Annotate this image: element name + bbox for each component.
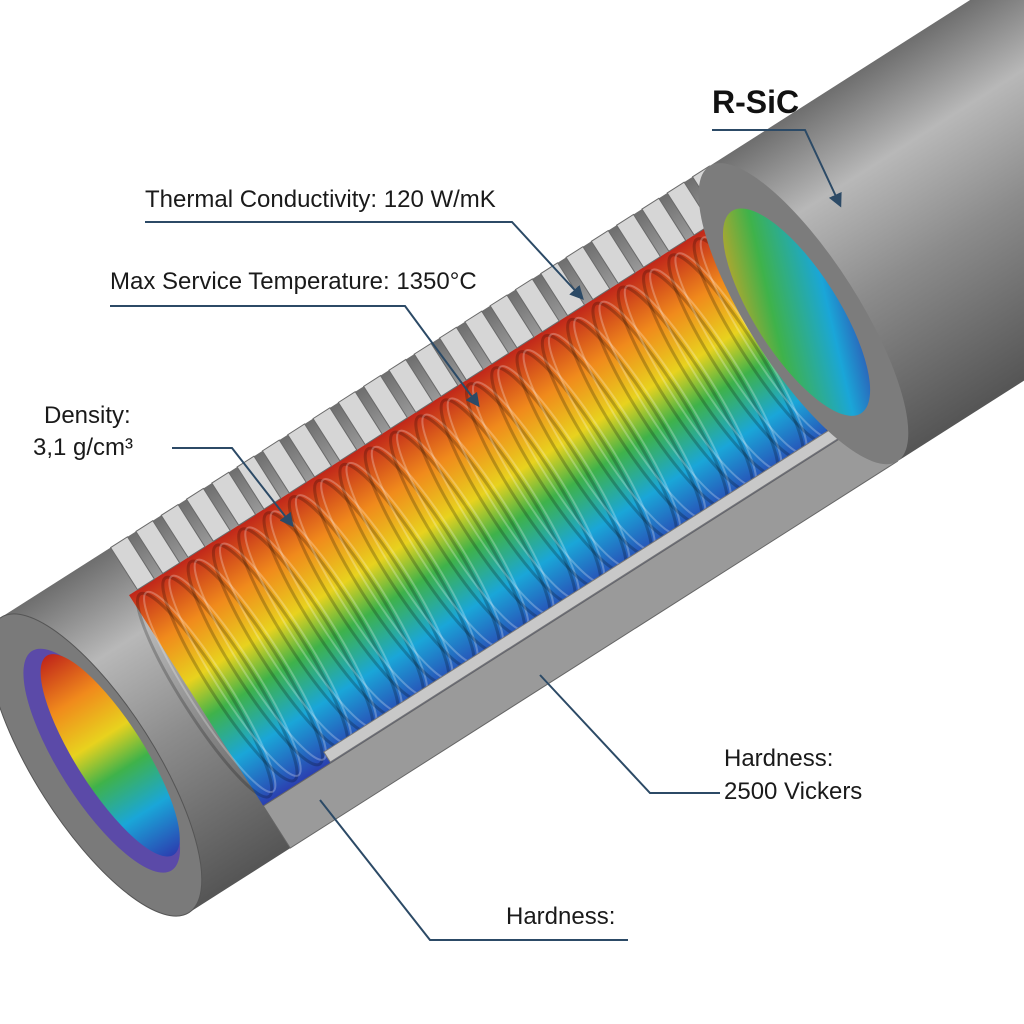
thread-rib: [261, 439, 307, 494]
thread-rib: [590, 229, 636, 285]
material-title: R-SiC: [712, 84, 800, 120]
thread-group: [109, 165, 737, 591]
label-hardness-name: Hardness:: [724, 745, 834, 772]
label-thermal-conductivity: Thermal Conductivity: 120 W/mK: [145, 186, 496, 213]
thread-rib: [388, 358, 434, 414]
thread-rib: [615, 213, 662, 269]
label-max-service-temperature: Max Service Temperature: 1350°C: [110, 268, 477, 295]
thread-rib: [312, 407, 358, 462]
thread-rib: [337, 391, 383, 446]
thread-rib: [413, 342, 459, 397]
thread-rib: [160, 503, 206, 559]
label-density-name: Density:: [44, 402, 131, 429]
heat-rib: [136, 591, 274, 799]
leader-thermal: [145, 221, 584, 301]
label-hardness-bottom: Hardness:: [506, 903, 616, 930]
thread-rib: [135, 520, 181, 575]
heat-rib: [161, 575, 299, 783]
thread-rib: [109, 536, 156, 591]
thread-rib: [666, 181, 712, 236]
thread-rib: [565, 245, 611, 301]
label-hardness-value: 2500 Vickers: [724, 778, 863, 805]
thread-rib: [438, 326, 484, 381]
leader-hardness-bottom: [319, 799, 628, 941]
heat-rib-highlight: [168, 574, 302, 777]
leader-rsic: [712, 129, 842, 208]
inner-face: [722, 208, 871, 416]
left-bore-inner: [40, 654, 180, 857]
leader-density: [172, 447, 294, 528]
heat-rib-highlight: [193, 558, 327, 761]
thread-rib: [211, 471, 257, 526]
heat-rib: [186, 559, 324, 767]
label-density-value: 3,1 g/cm³: [33, 434, 134, 461]
cutaway-interior: [129, 208, 871, 806]
thread-rib: [489, 294, 535, 349]
thread-rib: [514, 278, 560, 333]
thread-rib: [540, 262, 586, 317]
thread-rib: [464, 310, 510, 365]
thread-rib: [362, 374, 409, 430]
heat-rib-highlight: [143, 590, 277, 794]
thread-rib: [287, 423, 333, 478]
leader-maxtemp: [110, 305, 480, 408]
thread-rib: [185, 487, 231, 543]
thread-rib: [641, 197, 687, 252]
leader-hardness: [539, 674, 720, 794]
leader-lines: [110, 129, 842, 941]
